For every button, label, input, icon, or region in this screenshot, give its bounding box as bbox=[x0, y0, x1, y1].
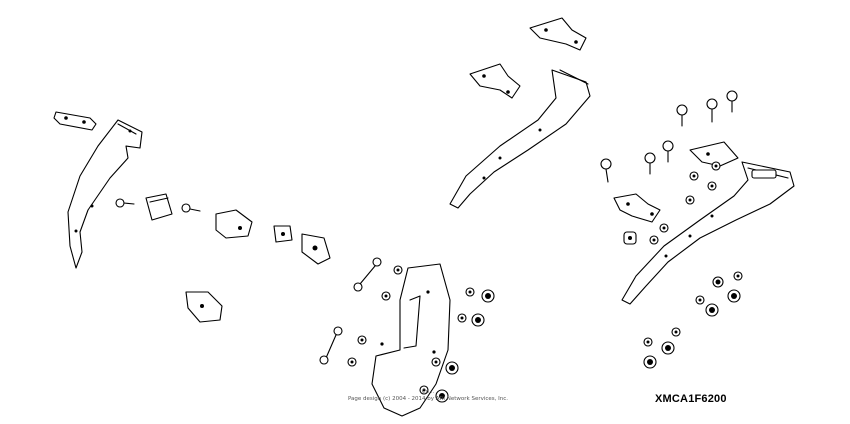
washers-right-upper[interactable] bbox=[649, 161, 721, 245]
link-rod-upper[interactable] bbox=[353, 257, 382, 292]
collar-bracket-left[interactable] bbox=[145, 193, 173, 221]
upper-stay-arm[interactable] bbox=[449, 69, 591, 209]
middle-mudguard-plate[interactable] bbox=[371, 263, 451, 417]
bracket-right-upper[interactable] bbox=[689, 141, 739, 167]
copyright-notice: Co... Page design (c) 2004 - 2014 by ARI… bbox=[338, 389, 518, 402]
clamp-left[interactable] bbox=[215, 209, 253, 239]
clip-left[interactable] bbox=[301, 233, 331, 265]
bracket-top-center[interactable] bbox=[529, 17, 587, 51]
copyright-line-1: Co... bbox=[421, 389, 435, 395]
link-rod-lower[interactable] bbox=[319, 326, 343, 365]
nut-plate-left[interactable] bbox=[273, 225, 293, 243]
washers-middle-left[interactable] bbox=[347, 265, 403, 367]
clamp-bottom-left[interactable] bbox=[185, 291, 223, 323]
copyright-line-2: Page design (c) 2004 - 2014 by ARI Netwo… bbox=[347, 395, 509, 402]
bolt-left-2[interactable] bbox=[181, 203, 201, 213]
bolt-left-1[interactable] bbox=[115, 198, 135, 208]
screws-right-top[interactable] bbox=[600, 90, 738, 183]
bracket-right-lower[interactable] bbox=[613, 193, 661, 223]
small-bracket-top-left[interactable] bbox=[53, 111, 97, 131]
left-mudguard-plate[interactable] bbox=[67, 119, 143, 269]
nuts-middle-right[interactable] bbox=[419, 287, 495, 403]
right-mudguard-stay[interactable] bbox=[621, 161, 795, 305]
collar-right[interactable] bbox=[623, 231, 637, 245]
nuts-right-lower[interactable] bbox=[643, 271, 743, 369]
bracket-upper-left[interactable] bbox=[469, 63, 521, 99]
diagram-part-code: XMCA1F6200 bbox=[655, 393, 727, 405]
